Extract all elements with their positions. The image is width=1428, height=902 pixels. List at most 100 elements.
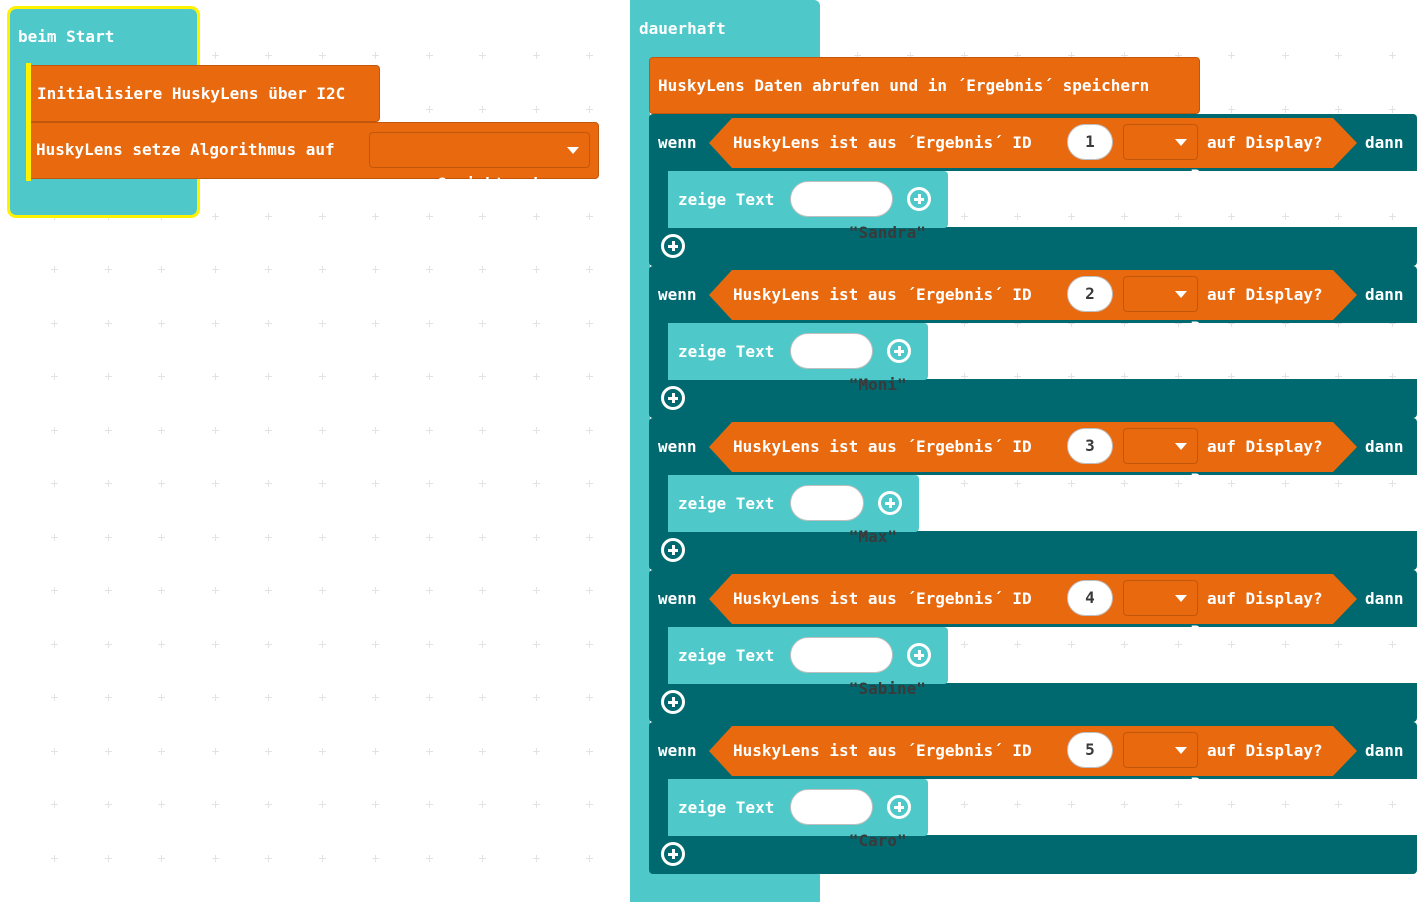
- caret-down-icon: [1175, 747, 1187, 754]
- grid-cross: [265, 694, 272, 701]
- if-left-arm: [649, 322, 668, 380]
- grid-cross: [426, 373, 433, 380]
- grid-cross: [426, 534, 433, 541]
- grid-cross: [372, 694, 379, 701]
- grid-cross: [1228, 213, 1235, 220]
- grid-cross: [212, 748, 219, 755]
- condition-suffix: auf Display?: [1207, 133, 1323, 152]
- type-dropdown[interactable]: Box: [1123, 732, 1220, 793]
- type-dropdown[interactable]: Box: [1123, 276, 1220, 337]
- init-huskylens-block[interactable]: [28, 65, 380, 122]
- plus-circle-icon[interactable]: [661, 538, 685, 562]
- grid-cross: [319, 213, 326, 220]
- if-footer[interactable]: [649, 683, 1417, 722]
- grid-cross: [586, 213, 593, 220]
- grid-cross: [1121, 480, 1128, 487]
- if-label: wenn: [658, 285, 697, 304]
- quote-close: ": [916, 223, 926, 242]
- plus-circle-icon[interactable]: [661, 690, 685, 714]
- grid-cross: [426, 427, 433, 434]
- text-input[interactable]: "Max": [790, 485, 897, 546]
- grid-cross: [212, 855, 219, 862]
- grid-cross: [319, 320, 326, 327]
- grid-cross: [586, 748, 593, 755]
- type-value: Box: [1190, 318, 1220, 337]
- fetch-data-label: HuskyLens Daten abrufen und in ´Ergebnis…: [658, 76, 1150, 95]
- fetch-data-block[interactable]: [649, 57, 1200, 114]
- id-input[interactable]: 4: [1067, 580, 1113, 616]
- grid-cross: [1228, 641, 1235, 648]
- plus-circle-icon[interactable]: [661, 234, 685, 258]
- grid-cross: [533, 694, 540, 701]
- grid-cross: [158, 855, 165, 862]
- id-input[interactable]: 5: [1067, 732, 1113, 768]
- algorithm-dropdown[interactable]: Gesichtserkennung: [369, 132, 601, 193]
- quote-open: ": [848, 831, 859, 850]
- grid-cross: [212, 641, 219, 648]
- grid-cross: [586, 52, 593, 59]
- grid-cross: [158, 427, 165, 434]
- grid-cross: [319, 373, 326, 380]
- grid-cross: [1014, 480, 1021, 487]
- grid-cross: [265, 748, 272, 755]
- grid-cross: [586, 694, 593, 701]
- then-label: dann: [1365, 133, 1404, 152]
- text-input[interactable]: "Caro": [790, 789, 907, 850]
- type-dropdown[interactable]: Box: [1123, 124, 1220, 185]
- if-footer[interactable]: [649, 835, 1417, 874]
- grid-cross: [479, 213, 486, 220]
- if-footer[interactable]: [649, 379, 1417, 418]
- grid-cross: [265, 587, 272, 594]
- plus-circle-icon[interactable]: [878, 491, 902, 515]
- id-input[interactable]: 2: [1067, 276, 1113, 312]
- if-footer[interactable]: [649, 531, 1417, 570]
- grid-cross: [158, 320, 165, 327]
- type-value: Box: [1190, 774, 1220, 793]
- text-input[interactable]: "Sabine": [790, 637, 926, 698]
- type-dropdown[interactable]: Box: [1123, 428, 1220, 489]
- grid-cross: [426, 641, 433, 648]
- plus-circle-icon[interactable]: [887, 339, 911, 363]
- grid-cross: [158, 534, 165, 541]
- grid-cross: [51, 641, 58, 648]
- grid-cross: [319, 694, 326, 701]
- grid-cross: [533, 427, 540, 434]
- then-label: dann: [1365, 285, 1404, 304]
- if-footer[interactable]: [649, 227, 1417, 266]
- grid-cross: [372, 587, 379, 594]
- grid-cross: [212, 480, 219, 487]
- text-input[interactable]: "Moni": [790, 333, 907, 394]
- grid-cross: [533, 480, 540, 487]
- if-label: wenn: [658, 133, 697, 152]
- grid-cross: [372, 213, 379, 220]
- condition-suffix: auf Display?: [1207, 589, 1323, 608]
- quote-open: ": [848, 527, 859, 546]
- grid-cross: [319, 52, 326, 59]
- grid-cross: [51, 427, 58, 434]
- plus-circle-icon[interactable]: [887, 795, 911, 819]
- plus-circle-icon[interactable]: [661, 386, 685, 410]
- plus-circle-icon[interactable]: [661, 842, 685, 866]
- grid-cross: [961, 480, 968, 487]
- grid-cross: [1389, 641, 1396, 648]
- init-huskylens-label: Initialisiere HuskyLens über I2C: [37, 84, 346, 103]
- id-input[interactable]: 1: [1067, 124, 1113, 160]
- text-input[interactable]: "Sandra": [790, 181, 926, 242]
- grid-cross: [372, 320, 379, 327]
- grid-cross: [51, 801, 58, 808]
- id-input[interactable]: 3: [1067, 428, 1113, 464]
- caret-down-icon: [1175, 139, 1187, 146]
- plus-circle-icon[interactable]: [907, 643, 931, 667]
- grid-cross: [105, 641, 112, 648]
- grid-cross: [1014, 641, 1021, 648]
- plus-circle-icon[interactable]: [907, 187, 931, 211]
- forever-spine[interactable]: [630, 0, 650, 902]
- grid-cross: [1282, 480, 1289, 487]
- grid-cross: [533, 641, 540, 648]
- grid-cross: [533, 748, 540, 755]
- forever-hat[interactable]: [630, 0, 820, 58]
- type-dropdown[interactable]: Box: [1123, 580, 1220, 641]
- grid-cross: [319, 748, 326, 755]
- grid-cross: [1068, 213, 1075, 220]
